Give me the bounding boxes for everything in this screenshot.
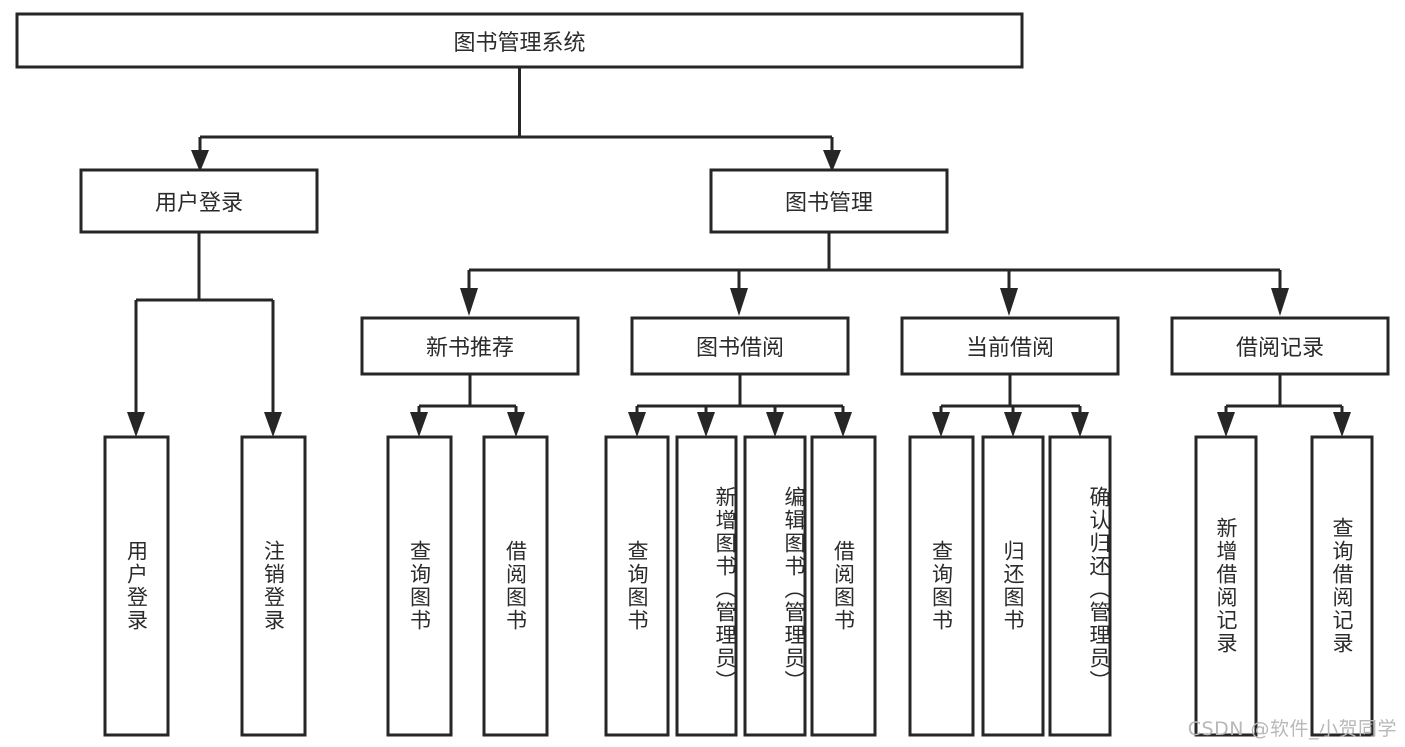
- arrow-head-leaf-query-book-1: [410, 412, 428, 437]
- node-box-leaf-query-book-3[interactable]: [908, 435, 975, 737]
- connector-root-to-level2-bus: [198, 67, 834, 155]
- arrow-head-leaf-query-book-3: [932, 412, 950, 437]
- arrow-head-book-borrow: [730, 288, 748, 316]
- arrow-head-leaf-borrow-book-2: [834, 412, 852, 437]
- node-box-leaf-borrow-book-2[interactable]: [810, 435, 877, 737]
- node-box-current-borrow[interactable]: [900, 316, 1120, 376]
- connector-currentborrow-to-leaves: [939, 374, 1082, 418]
- arrow-head-current-borrow: [1000, 288, 1018, 316]
- arrow-head-leaf-query-book-2: [628, 412, 646, 437]
- arrow-head-leaf-add-record: [1217, 412, 1235, 437]
- node-box-root[interactable]: [15, 12, 1024, 69]
- node-box-leaf-query-book-1[interactable]: [386, 435, 453, 737]
- node-box-borrow-record[interactable]: [1170, 316, 1390, 376]
- node-box-leaf-add-record[interactable]: [1194, 435, 1258, 737]
- node-box-new-book-recommend[interactable]: [360, 316, 580, 376]
- arrow-head-leaf-return-book: [1004, 412, 1022, 437]
- arrow-head-book-manage: [823, 150, 841, 172]
- node-box-leaf-add-book[interactable]: [675, 435, 738, 737]
- node-box-leaf-logout-login[interactable]: [240, 435, 307, 737]
- node-box-user-login[interactable]: [79, 168, 319, 234]
- arrow-head-leaf-borrow-book-1: [507, 412, 525, 437]
- connector-layer: [127, 67, 1351, 437]
- arrow-head-leaf-add-book: [697, 412, 715, 437]
- arrow-head-leaf-edit-book: [766, 412, 784, 437]
- node-box-leaf-confirm-return[interactable]: [1048, 435, 1112, 737]
- node-box-leaf-query-book-2[interactable]: [604, 435, 670, 737]
- node-box-leaf-user-login[interactable]: [103, 435, 170, 737]
- connector-bookmanage-to-level3-bus: [467, 232, 1282, 292]
- arrow-head-borrow-record: [1271, 288, 1289, 316]
- arrow-head-leaf-logout-login: [264, 412, 282, 437]
- node-box-leaf-borrow-book-1[interactable]: [482, 435, 549, 737]
- connector-bookborrow-to-leaves: [635, 374, 845, 418]
- connector-recommend-to-leaves: [417, 374, 518, 418]
- node-box-book-manage[interactable]: [709, 168, 949, 234]
- arrow-head-new-book-recommend: [460, 288, 478, 316]
- arrow-head-leaf-confirm-return: [1071, 412, 1089, 437]
- node-box-layer: [15, 12, 1390, 737]
- connector-borrowrecord-to-leaves: [1224, 374, 1344, 418]
- csdn-watermark: CSDN @软件_小贺同学: [1187, 718, 1397, 740]
- node-box-book-borrow[interactable]: [630, 316, 850, 376]
- node-box-leaf-return-book[interactable]: [981, 435, 1045, 737]
- arrow-head-leaf-query-record: [1333, 412, 1351, 437]
- arrow-head-user-login: [191, 150, 209, 172]
- node-box-leaf-edit-book[interactable]: [743, 435, 807, 737]
- node-box-leaf-query-record[interactable]: [1310, 435, 1374, 737]
- arrow-head-leaf-user-login: [127, 412, 145, 437]
- connector-userlogin-to-leaves: [134, 232, 275, 418]
